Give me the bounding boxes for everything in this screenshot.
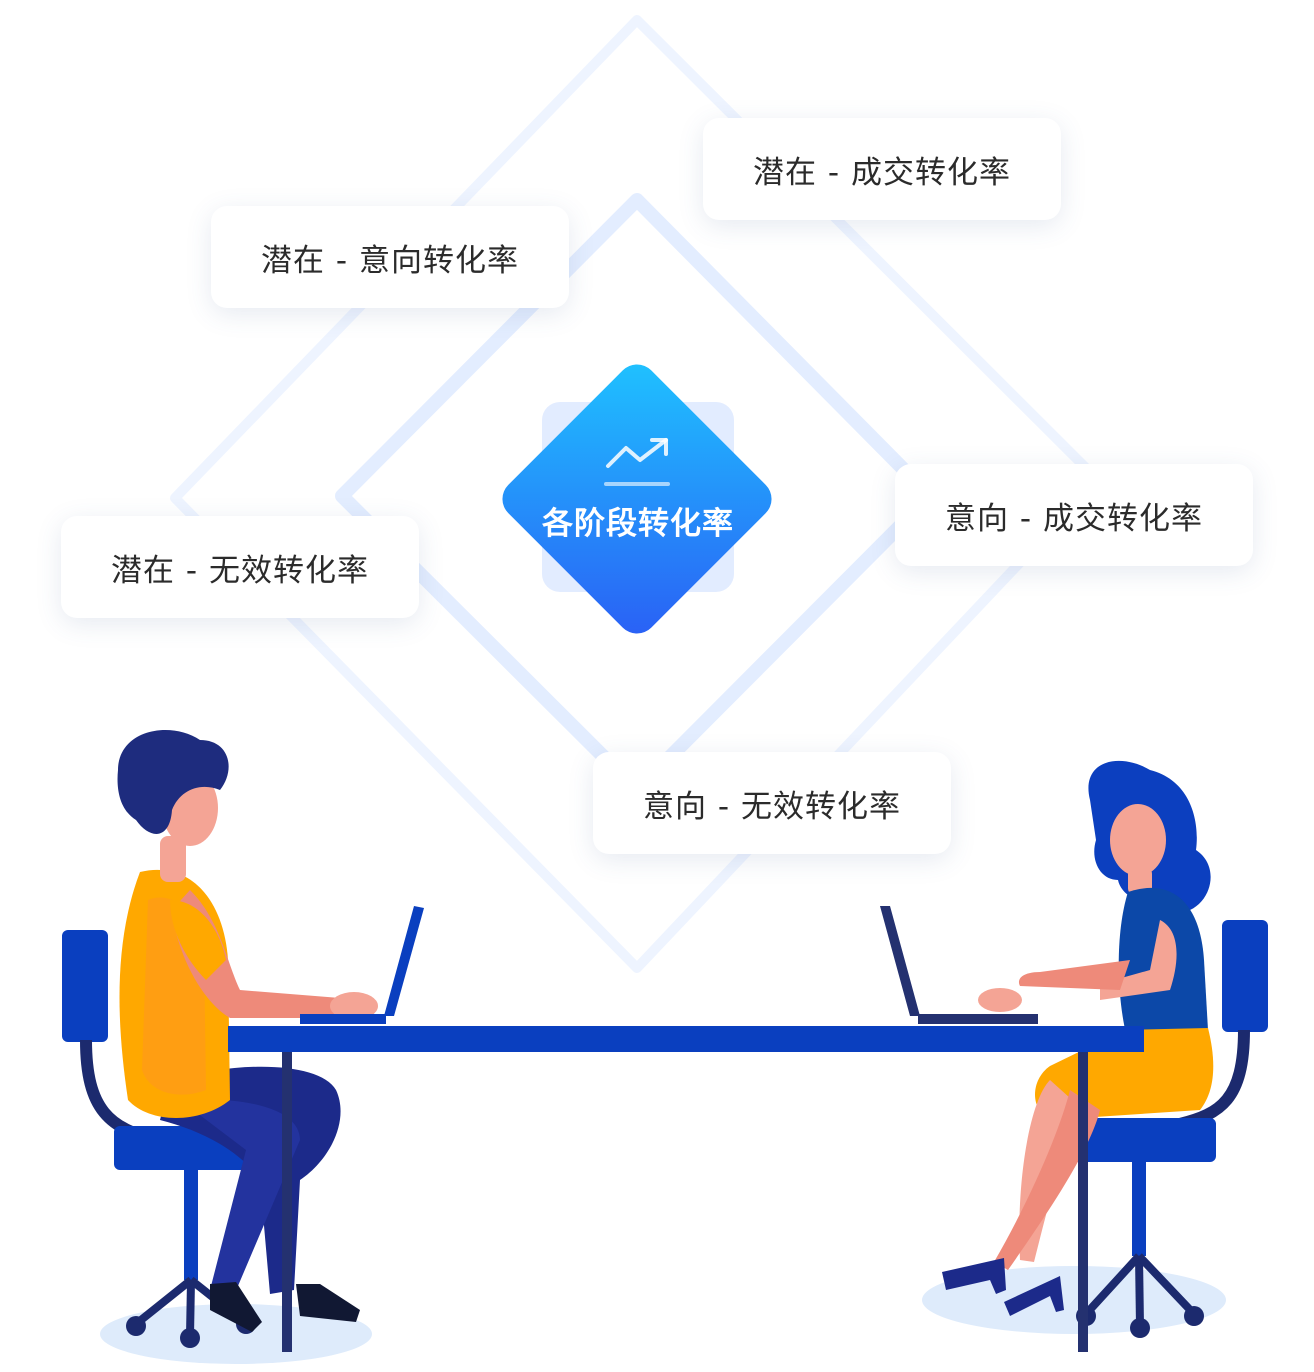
man-figure [117,730,378,1332]
outer-diamond-ring [170,15,1103,973]
center-title: 各阶段转化率 [542,506,734,542]
right-laptop [880,906,1038,1024]
stage-card-potential-to-intent: 潜在 - 意向转化率 [211,206,569,308]
stage-card-potential-to-invalid: 潜在 - 无效转化率 [61,516,419,618]
stage-card-potential-to-deal: 潜在 - 成交转化率 [703,118,1061,220]
stage-card-intent-to-invalid: 意向 - 无效转化率 [593,752,951,854]
trend-up-icon [604,438,670,486]
left-laptop [300,906,424,1024]
right-chair [1066,920,1268,1338]
stage-card-intent-to-deal: 意向 - 成交转化率 [895,464,1253,566]
desk [228,1026,1144,1352]
floor-shadow-left [100,1304,372,1364]
center-diamond [502,364,772,634]
left-chair [62,930,264,1348]
woman-figure [942,760,1214,1316]
